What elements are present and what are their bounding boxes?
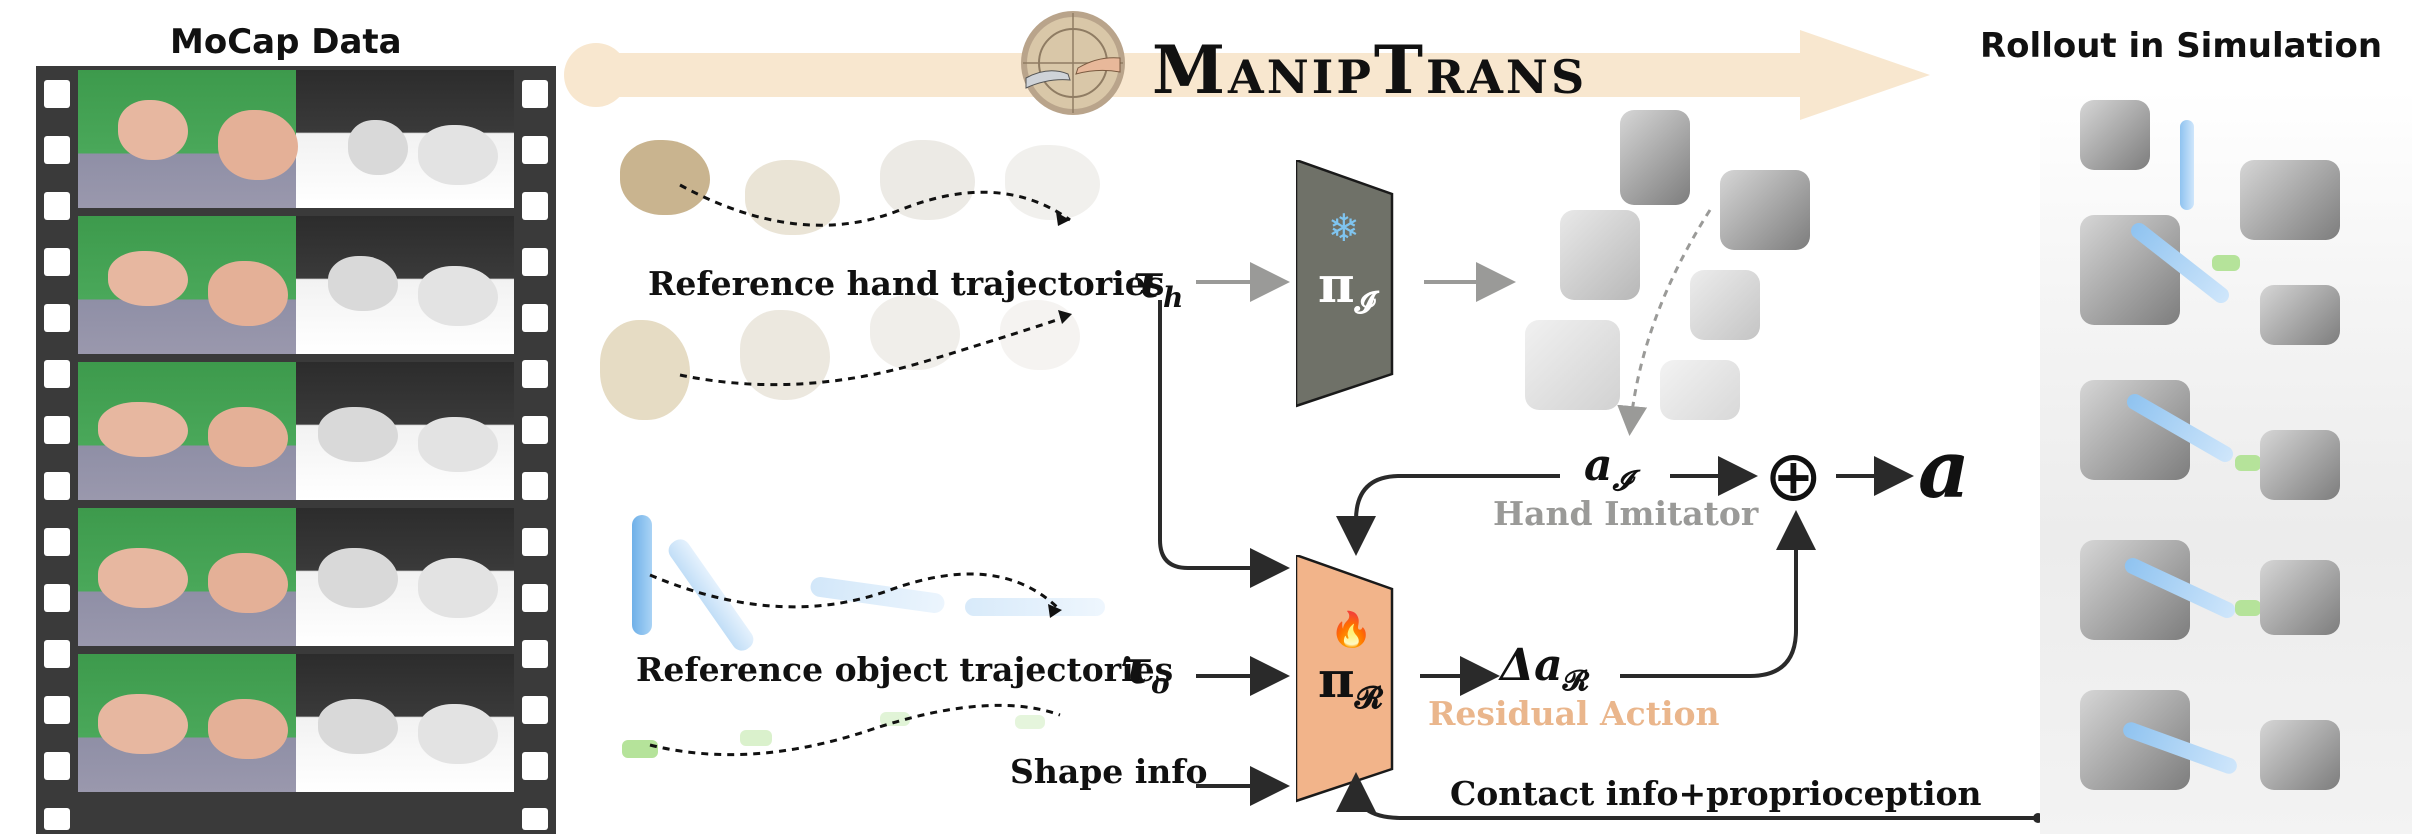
tau-h-main: τ [1132, 254, 1163, 308]
rollout-title: Rollout in Simulation [1980, 26, 2383, 66]
tau-o-main: τ [1120, 640, 1151, 694]
hand-imitator-label: Hand Imitator [1493, 494, 1759, 533]
contact-info-label: Contact info+proprioception [1450, 774, 1982, 813]
reference-cap-image [1015, 715, 1045, 729]
tau-o-symbol: τo [1120, 640, 1170, 700]
sum-operator: ⊕ [1764, 435, 1823, 517]
object-trajectory-paths [649, 572, 1062, 757]
robot-hand-image [1560, 210, 1640, 300]
rollout-frame [2060, 680, 2390, 820]
delta-a-residual-symbol: Δa𝓡 [1500, 640, 1589, 698]
rollout-frame [2060, 530, 2390, 670]
mocap-frame [78, 70, 514, 208]
reference-cap-image [740, 730, 772, 746]
robot-hand-image [1620, 110, 1690, 205]
pi-r-main: π [1318, 650, 1355, 709]
reference-hand-image [870, 295, 960, 370]
reference-hand-image [600, 320, 690, 420]
reference-hand-image [880, 140, 975, 220]
hand-trajectory-paths [679, 183, 1072, 387]
pi-imitator-symbol: π𝓘 [1318, 255, 1375, 321]
rollout-frame [2060, 370, 2390, 520]
reference-hand-image [1005, 145, 1100, 220]
residual-policy-block [1296, 555, 1394, 803]
manip-trans-logo [1021, 11, 1125, 115]
delta-a-r-main: Δa [1500, 640, 1563, 691]
title: ManipTrans [1152, 31, 1588, 109]
rollout-frame [2060, 215, 2390, 365]
reference-cap-image [622, 740, 658, 758]
hand-imitator-block [1296, 160, 1394, 408]
mocap-title: MoCap Data [170, 22, 402, 62]
shape-info-label: Shape info [1010, 752, 1208, 791]
a-imitator-symbol: a𝓘 [1584, 440, 1631, 498]
tau-h-sub: h [1162, 281, 1184, 315]
flame-icon: 🔥 [1330, 610, 1373, 650]
mocap-film-strip [36, 66, 556, 834]
reference-hand-image [620, 140, 710, 215]
mocap-frame [78, 362, 514, 500]
pi-i-main: π [1318, 255, 1355, 314]
mocap-frame [78, 654, 514, 792]
reference-pen-image [965, 598, 1105, 616]
reference-hand-label: Reference hand trajectories [648, 264, 1165, 303]
robot-hand-image [1525, 320, 1620, 410]
residual-action-label: Residual Action [1428, 694, 1720, 733]
mocap-frame [78, 508, 514, 646]
a-i-sub: 𝓘 [1612, 463, 1632, 497]
pi-residual-symbol: π𝓡 [1318, 650, 1383, 716]
pi-i-sub: 𝓘 [1354, 286, 1375, 321]
delta-a-r-sub: 𝓡 [1562, 663, 1589, 697]
mocap-frame [78, 216, 514, 354]
robot-hand-image [1690, 270, 1760, 340]
pi-r-sub: 𝓡 [1354, 681, 1383, 716]
rollout-frame [2060, 100, 2390, 240]
reference-pen-image [632, 515, 652, 635]
tau-h-symbol: τh [1132, 254, 1183, 314]
reference-cap-image [880, 712, 910, 726]
robot-hand-image [1660, 360, 1740, 420]
snowflake-icon: ❄ [1328, 206, 1360, 250]
reference-object-label: Reference object trajectories [636, 650, 1174, 689]
robot-hand-image [1720, 170, 1810, 250]
tau-o-sub: o [1150, 667, 1170, 701]
a-i-main: a [1584, 440, 1613, 491]
action-output-symbol: a [1918, 422, 1970, 516]
banner-arrow [564, 30, 1930, 120]
